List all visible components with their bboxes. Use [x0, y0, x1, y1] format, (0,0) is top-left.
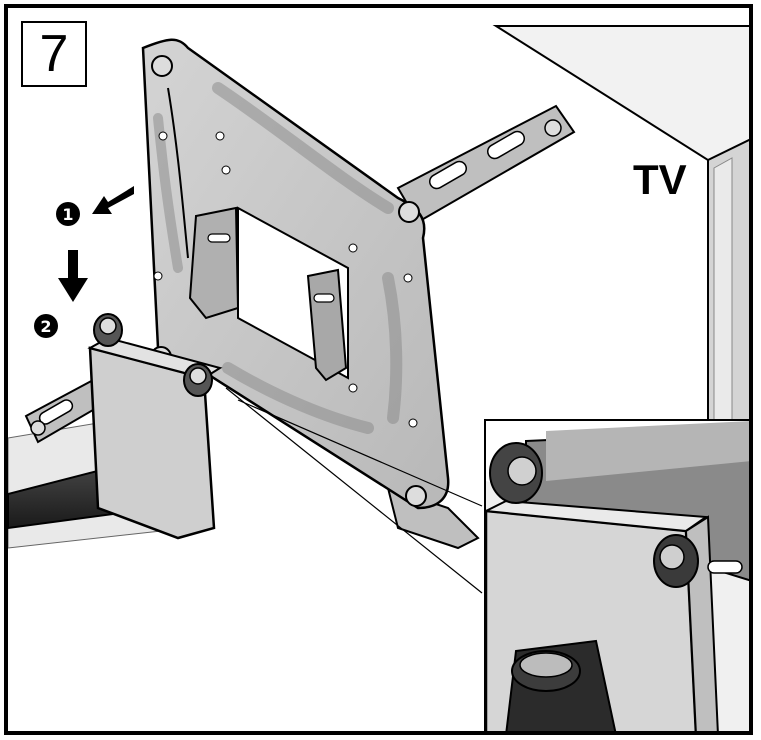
step-number-box: 7	[21, 21, 87, 87]
mount-arm	[8, 336, 223, 540]
inset-illustration	[486, 421, 749, 731]
callout-number: 2	[40, 316, 52, 336]
step-number: 7	[39, 25, 69, 83]
instruction-frame: 7 TV 1 2	[4, 4, 753, 735]
tv-label: TV	[633, 156, 687, 203]
callout-2: 2	[34, 314, 58, 338]
step-arrows	[58, 186, 134, 302]
mounting-rails	[24, 104, 576, 550]
arrow-down-shaft	[68, 250, 78, 278]
vesa-plate	[141, 38, 450, 510]
callout-number: 1	[62, 204, 74, 224]
arrow-down-icon	[58, 278, 88, 302]
arrow-left-icon	[92, 186, 134, 214]
callout-1: 1	[56, 202, 80, 226]
leader-lines	[225, 387, 483, 594]
detail-inset	[484, 419, 749, 731]
tension-knobs	[93, 313, 213, 397]
